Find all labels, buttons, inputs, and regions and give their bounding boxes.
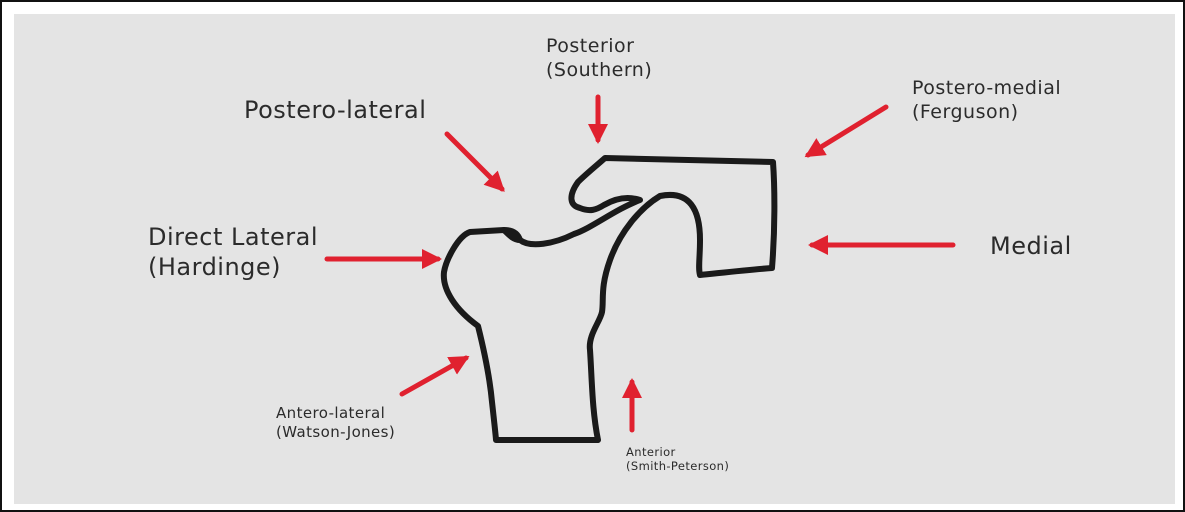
postero-lateral-label: Postero-lateral (244, 95, 426, 125)
direct-lateral-label: Direct Lateral (Hardinge) (148, 222, 318, 282)
posterior-label-line1: Posterior (546, 35, 652, 59)
femur-outline (444, 158, 775, 440)
posterior-label-line2: (Southern) (546, 59, 652, 83)
anterior-label-line1: Anterior (626, 445, 729, 459)
posterior-label: Posterior (Southern) (546, 35, 652, 83)
postero-medial-label-line2: (Ferguson) (912, 101, 1061, 125)
medial-label: Medial (990, 231, 1072, 261)
antero-lateral-label-line1: Antero-lateral (276, 404, 395, 423)
antero-lateral-arrow (402, 358, 466, 394)
anterior-label: Anterior (Smith-Peterson) (626, 445, 729, 474)
postero-medial-label-line1: Postero-medial (912, 77, 1061, 101)
postero-medial-arrow (808, 107, 886, 155)
postero-medial-label: Postero-medial (Ferguson) (912, 77, 1061, 125)
direct-lateral-label-line1: Direct Lateral (148, 222, 318, 252)
antero-lateral-label: Antero-lateral (Watson-Jones) (276, 404, 395, 442)
postero-lateral-arrow (447, 134, 502, 189)
medial-label-line1: Medial (990, 231, 1072, 261)
antero-lateral-label-line2: (Watson-Jones) (276, 423, 395, 442)
postero-lateral-label-line1: Postero-lateral (244, 95, 426, 125)
direct-lateral-label-line2: (Hardinge) (148, 252, 318, 282)
anterior-label-line2: (Smith-Peterson) (626, 459, 729, 473)
